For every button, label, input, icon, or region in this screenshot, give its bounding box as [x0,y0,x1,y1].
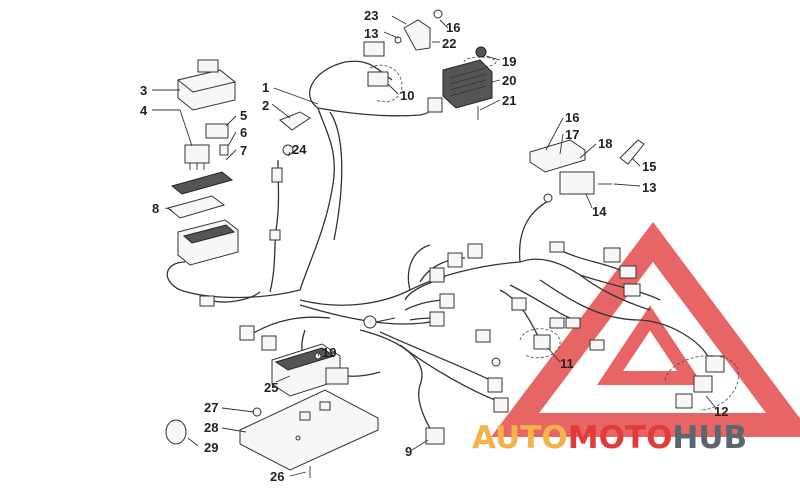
connector-12 [664,355,739,411]
callout-7: 7 [240,143,247,158]
callout-9: 9 [405,444,412,459]
callout-25: 25 [264,380,278,395]
callout-11: 11 [560,356,574,371]
mounting-bracket-top [363,9,443,57]
fuse-box-cover [176,59,237,111]
connector-11 [519,328,605,359]
watermark-logo [490,222,800,437]
fuse-box-base [177,219,239,266]
callout-28: 28 [204,420,218,435]
callout-29: 29 [204,440,218,455]
relay [184,144,210,170]
fuse-box-gasket [166,195,226,219]
callout-22: 22 [442,36,456,51]
callout-2: 2 [262,98,269,113]
ring-29 [165,419,187,445]
callout-4: 4 [140,103,148,118]
nut-27 [252,407,262,417]
callout-5: 5 [240,108,247,123]
watermark-moto: MOTO [568,420,673,456]
fuse-board [170,171,234,195]
fuse [219,144,229,156]
callout-16b: 16 [565,110,579,125]
callout-15: 15 [642,159,656,174]
voltage-regulator [427,59,493,113]
callout-1: 1 [262,80,269,95]
callout-6: 6 [240,125,247,140]
callout-14: 14 [592,204,607,219]
callout-27: 27 [204,400,218,415]
lower-connectors [475,329,509,413]
callout-20: 20 [502,73,516,88]
watermark-text: AUTOMOTOHUB [472,420,747,456]
callout-17: 17 [565,127,579,142]
callout-19b: 19 [322,345,336,360]
callout-3: 3 [140,83,147,98]
watermark-hub: HUB [672,420,747,456]
relay-small [205,123,229,139]
svg-text:AUTOMOTOHUB: AUTOMOTOHUB [472,420,747,456]
mounting-plate [239,389,379,471]
right-connectors [511,241,641,329]
bracket-right [529,139,645,203]
callout-13a: 13 [364,26,378,41]
connector-10 [367,64,403,103]
leader-lines [152,15,717,477]
callout-8: 8 [152,201,159,216]
harness-clip [279,111,311,131]
callout-18: 18 [598,136,612,151]
callout-19a: 19 [502,54,516,69]
watermark-auto: AUTO [472,420,568,456]
callout-24: 24 [292,142,307,157]
connector-9 [425,427,445,445]
callout-26: 26 [270,469,284,484]
callout-labels: 1 2 3 4 5 6 7 8 9 10 11 12 13 13 15 16 1… [140,8,728,484]
middle-connectors [199,243,483,351]
callout-12: 12 [714,404,728,419]
callout-16a: 16 [446,20,460,35]
sensor [269,144,294,241]
callout-23: 23 [364,8,378,23]
callout-21: 21 [502,93,516,108]
ecu-module [271,343,349,397]
callout-13b: 13 [642,180,656,195]
callout-10: 10 [400,88,414,103]
